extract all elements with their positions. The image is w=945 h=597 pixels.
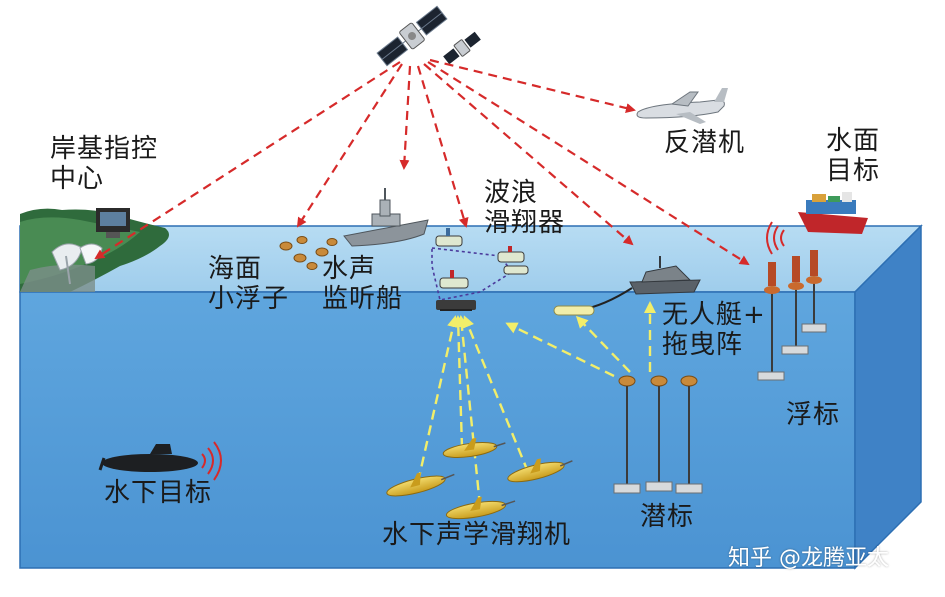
ocean-block	[19, 224, 923, 570]
label-asw-aircraft: 反潜机	[664, 128, 746, 158]
shore-command-station	[51, 208, 130, 285]
link-mooring-left	[505, 322, 615, 378]
link-to-aircraft	[429, 58, 636, 113]
surface-beacon-buoys	[757, 250, 827, 381]
buoy-icon	[757, 262, 785, 381]
buoy-icon	[315, 247, 329, 257]
wave-glider-icon	[435, 228, 529, 311]
link-glider4-up	[462, 315, 530, 473]
satellite-icon	[443, 31, 481, 65]
buoy-icon	[645, 375, 673, 492]
label-shore-command-center: 岸基指控 中心	[50, 134, 159, 194]
link-glider2-up	[452, 315, 465, 449]
sea-body	[19, 291, 856, 569]
sea-side	[854, 224, 922, 570]
buoy-icon	[296, 236, 308, 244]
glider-icon	[445, 496, 516, 520]
usv-with-towed-array	[553, 256, 701, 316]
buoy-icon	[326, 238, 338, 246]
buoy-icon	[801, 250, 827, 333]
link-to-wave-glider	[416, 65, 469, 228]
wave-glider-network	[431, 228, 529, 311]
buoy-icon	[781, 256, 809, 355]
buoy-icon	[613, 375, 641, 494]
ship-icon	[343, 188, 429, 247]
label-surface-beacons: 浮标	[786, 400, 841, 430]
label-wave-glider: 波浪 滑翔器	[484, 178, 566, 238]
label-underwater-gliders: 水下声学滑翔机	[382, 520, 572, 550]
satellite-icon	[376, 5, 448, 67]
link-to-ship	[399, 65, 412, 170]
label-acoustic-ship: 水声 监听船	[322, 254, 404, 314]
link-to-shore	[94, 61, 401, 260]
underwater-gliders	[386, 437, 573, 520]
link-to-usv	[423, 63, 634, 246]
acoustic-links	[416, 301, 656, 507]
submarine-icon	[98, 444, 198, 472]
glider-icon	[386, 472, 455, 497]
buoy-icon	[675, 375, 703, 494]
label-subsurface-moorings: 潜标	[640, 502, 695, 532]
sea-surface-buoys	[279, 236, 338, 270]
aircraft-icon	[636, 88, 728, 124]
subsurface-moorings	[613, 375, 703, 494]
buoy-icon	[279, 241, 293, 251]
link-to-surface-buoys	[427, 61, 750, 266]
sonar-waves-icon	[766, 221, 785, 255]
label-surface-target: 水面 目标	[826, 126, 881, 186]
label-sea-surface-buoys: 海面 小浮子	[208, 254, 290, 314]
glider-icon	[507, 458, 573, 483]
buoy-icon	[306, 262, 318, 270]
buoy-icon	[293, 253, 307, 263]
link-glider1-up	[416, 315, 459, 483]
surface-target-ship	[798, 192, 868, 234]
link-mooring-mid	[575, 315, 631, 373]
label-underwater-target: 水下目标	[104, 478, 213, 508]
sonar-waves-icon	[201, 441, 222, 481]
glider-icon	[442, 437, 506, 458]
satellite-links	[94, 58, 750, 266]
watermark-text: 知乎 @龙腾亚太	[728, 546, 889, 571]
label-usv-towed-array: 无人艇+ 拖曳阵	[662, 300, 766, 360]
link-to-buoys	[296, 63, 403, 228]
